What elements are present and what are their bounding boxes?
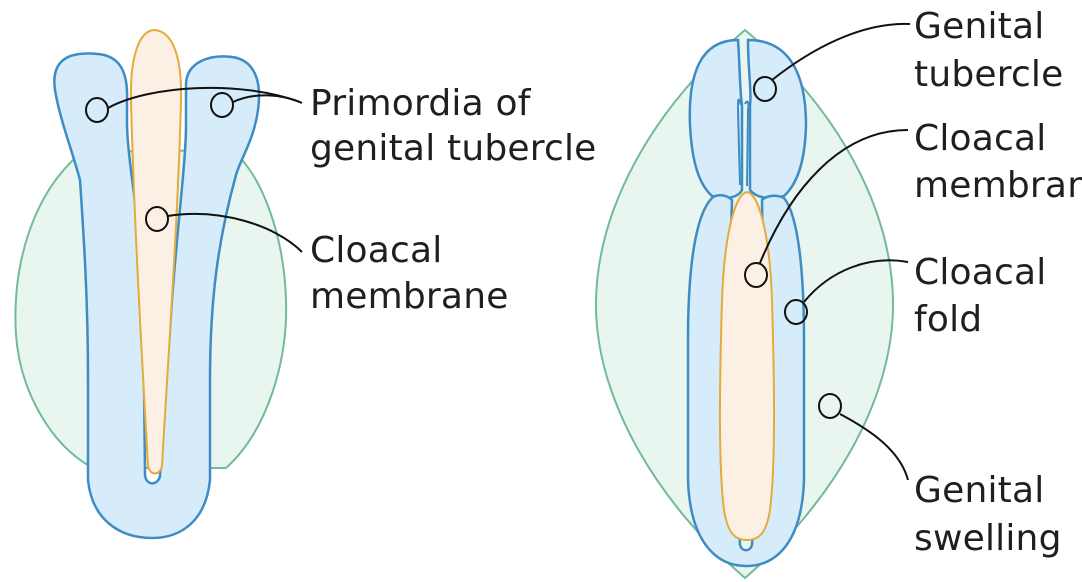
right-tubercle-label-line1: Genital bbox=[914, 6, 1044, 47]
right-swelling-label-line1: Genital bbox=[914, 470, 1044, 511]
left-primordia-label-line1: Primordia of bbox=[310, 83, 532, 124]
right-fold-label-line2: fold bbox=[914, 299, 982, 340]
left-primordia-label-line2: genital tubercle bbox=[310, 128, 597, 169]
right-tubercle-label-line2: tubercle bbox=[914, 54, 1064, 95]
right-fold-label-line1: Cloacal bbox=[914, 252, 1046, 293]
right-membrane-label-line2: membrane bbox=[914, 165, 1082, 206]
right-membrane-label-line1: Cloacal bbox=[914, 118, 1046, 159]
right-swelling-label-line2: swelling bbox=[914, 518, 1062, 559]
right-genital-tubercle-right-lobe bbox=[748, 40, 806, 198]
right-genital-tubercle-left-lobe bbox=[690, 40, 742, 198]
left-membrane-label-line1: Cloacal bbox=[310, 230, 442, 271]
left-diagram: Primordia of genital tubercle Cloacal me… bbox=[15, 30, 596, 538]
left-membrane-label-line2: membrane bbox=[310, 276, 509, 317]
right-cloacal-membrane bbox=[720, 192, 774, 540]
right-diagram: Genital tubercle Cloacal membrane Cloaca… bbox=[596, 6, 1082, 578]
